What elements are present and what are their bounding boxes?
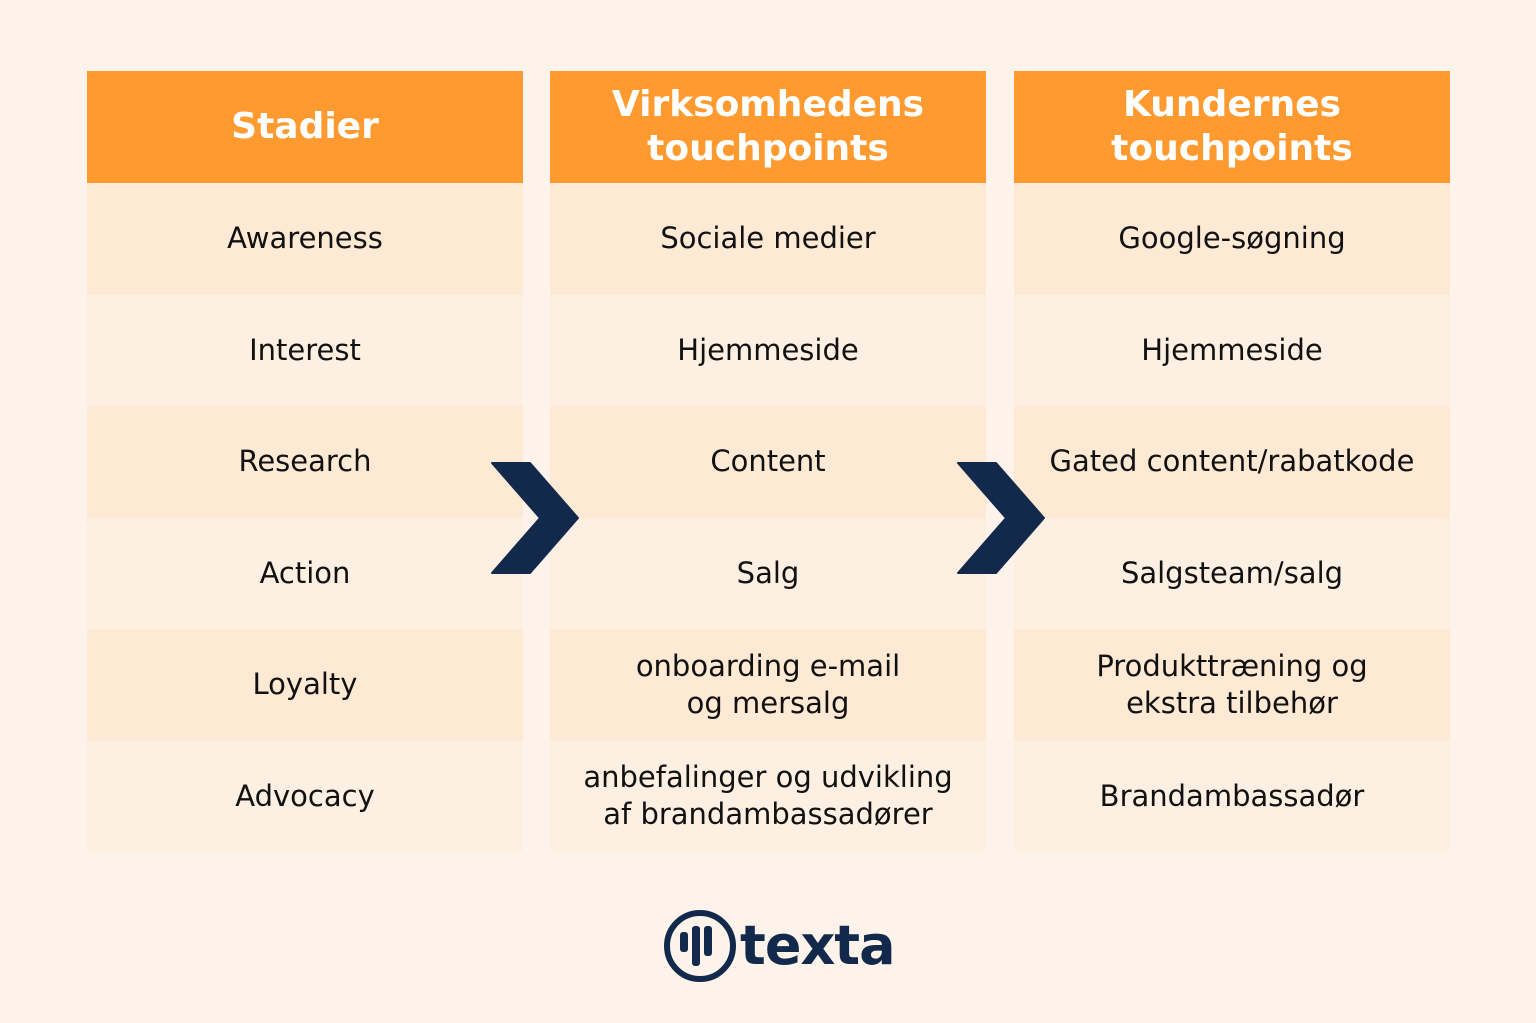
table-cell: Salgsteam/salg xyxy=(1014,517,1450,629)
chevron-right-icon xyxy=(491,462,579,574)
stadier-column: Stadier Awareness Interest Research Acti… xyxy=(87,71,523,852)
table-cell: Action xyxy=(87,517,523,629)
table-cell: Research xyxy=(87,406,523,518)
table-cell: Hjemmeside xyxy=(1014,294,1450,406)
table-cell: Brandambassadør xyxy=(1014,740,1450,852)
table-cell: Gated content/rabatkode xyxy=(1014,406,1450,518)
kundernes-touchpoints-column: Kundernes touchpoints Google-søgning Hje… xyxy=(1014,71,1450,852)
table-cell: Salg xyxy=(550,517,986,629)
table-cell: Hjemmeside xyxy=(550,294,986,406)
virksomhedens-touchpoints-column: Virksomhedens touchpoints Sociale medier… xyxy=(550,71,986,852)
chevron-right-icon xyxy=(957,462,1045,574)
table-cell: Awareness xyxy=(87,183,523,295)
table-cell: Advocacy xyxy=(87,740,523,852)
table-cell: Loyalty xyxy=(87,629,523,741)
texta-logo: texta xyxy=(662,906,896,986)
table-cell: Produkttræning og ekstra tilbehør xyxy=(1014,629,1450,741)
table-cell: anbefalinger og udvikling af brandambass… xyxy=(550,740,986,852)
table-cell: Sociale medier xyxy=(550,183,986,295)
texta-bars-icon xyxy=(664,910,736,982)
column-header: Kundernes touchpoints xyxy=(1014,71,1450,183)
column-header: Stadier xyxy=(87,71,523,183)
logo-text: texta xyxy=(740,914,896,977)
table-cell: Google-søgning xyxy=(1014,183,1450,295)
table-cell: Content xyxy=(550,406,986,518)
table-cell: onboarding e-mail og mersalg xyxy=(550,629,986,741)
table-cell: Interest xyxy=(87,294,523,406)
column-header: Virksomhedens touchpoints xyxy=(550,71,986,183)
